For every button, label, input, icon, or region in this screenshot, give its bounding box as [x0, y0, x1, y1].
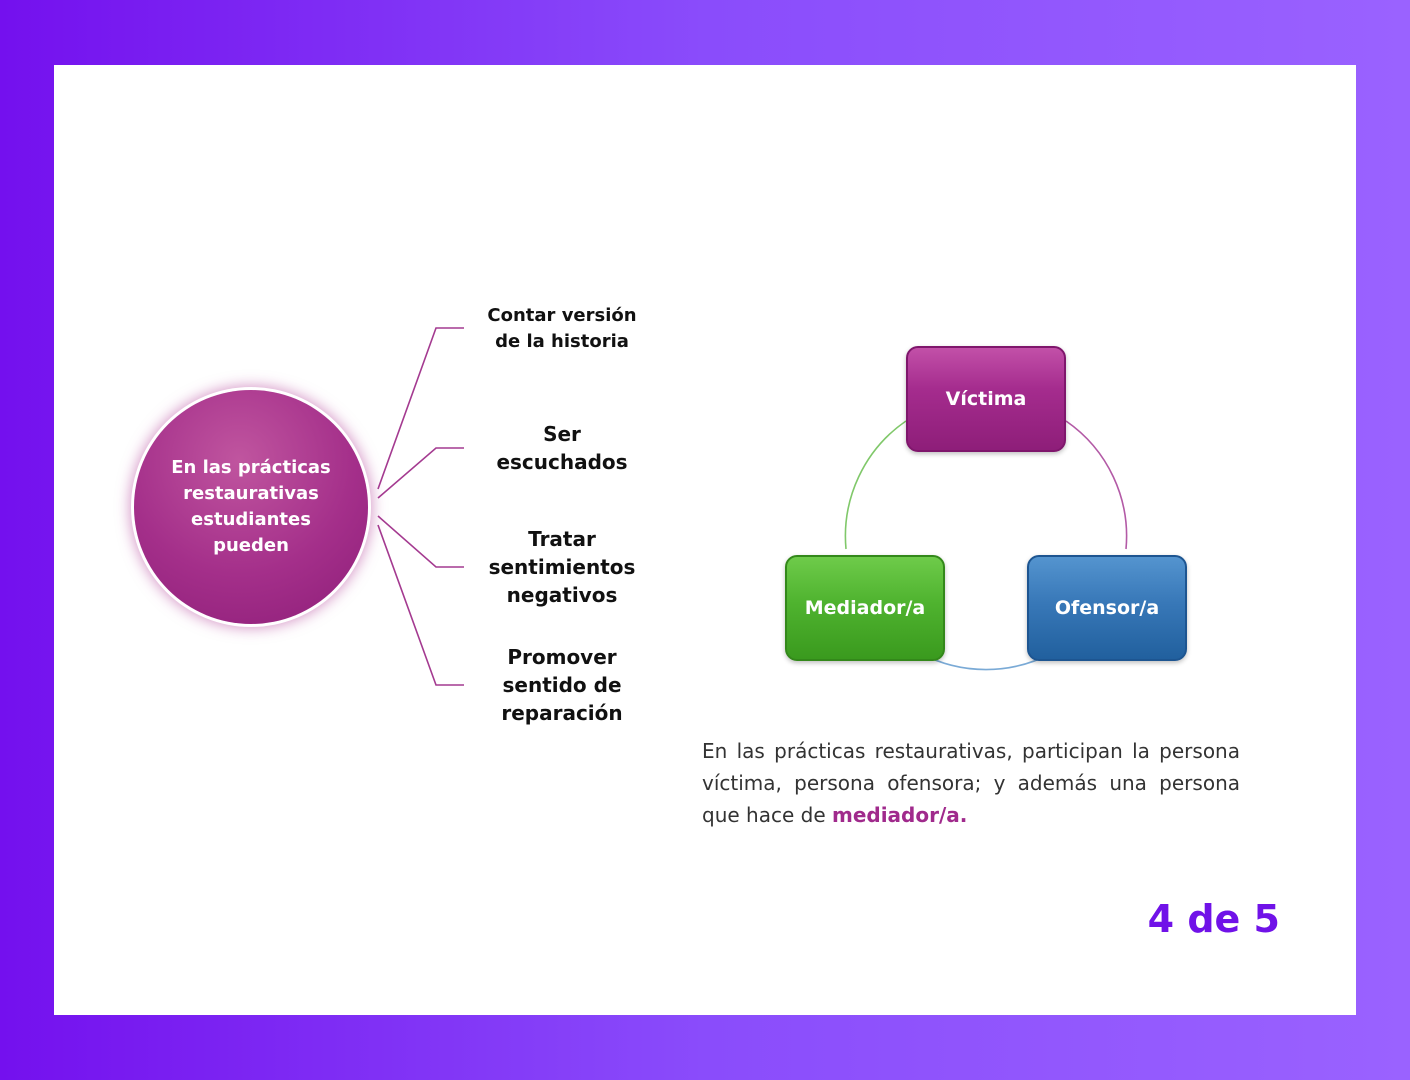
mind-map-center-node: En las prácticas restaurativas estudiant…	[134, 390, 368, 624]
slide-card: En las prácticas restaurativas estudiant…	[54, 65, 1356, 1015]
caption-highlight: mediador/a.	[831, 803, 968, 827]
role-node-victim: Víctima	[906, 346, 1066, 452]
caption-paragraph: En las prácticas restaurativas, particip…	[702, 735, 1240, 831]
branch-label-tratar-sentimientos: Tratar sentimientos negativos	[488, 527, 636, 607]
connector-branch-1	[377, 327, 464, 490]
role-label-victim: Víctima	[945, 388, 1027, 410]
connector-branch-4	[377, 524, 464, 686]
branch-label-ser-escuchados: Ser escuchados	[496, 422, 628, 474]
caption-text: En las prácticas restaurativas, particip…	[702, 739, 1240, 827]
page-indicator: 4 de 5	[1147, 897, 1280, 941]
cycle-arc-victim-offender	[1065, 420, 1128, 550]
role-label-offender: Ofensor/a	[1054, 597, 1160, 619]
role-node-mediator: Mediador/a	[785, 555, 945, 661]
role-node-offender: Ofensor/a	[1027, 555, 1187, 661]
branch-label-promover-reparacion: Promover sentido de reparación	[501, 645, 623, 725]
connector-branch-2	[377, 447, 464, 499]
role-label-mediator: Mediador/a	[804, 597, 926, 619]
branch-label-contar-version: Contar versión de la historia	[487, 305, 637, 352]
cycle-arc-mediator-victim	[844, 420, 907, 550]
mind-map-center-label: En las prácticas restaurativas estudiant…	[171, 457, 331, 556]
connector-branch-3	[377, 515, 464, 568]
